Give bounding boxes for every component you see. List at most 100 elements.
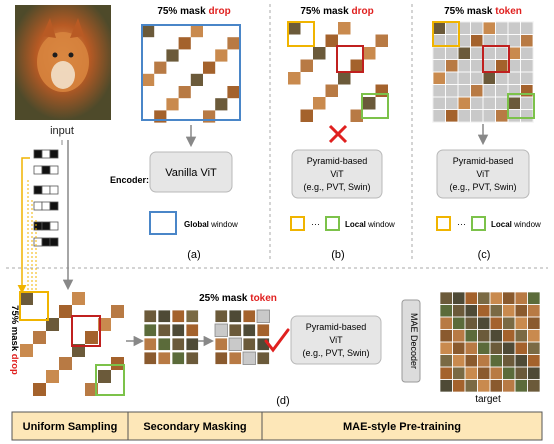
sampling-block	[49, 201, 59, 211]
mask-token-patch	[495, 84, 509, 98]
image-patch	[203, 61, 216, 74]
stage-bar	[11, 411, 543, 441]
image-patch	[445, 109, 458, 122]
image-patch	[477, 317, 490, 330]
mask-token-patch	[445, 84, 459, 98]
image-patch	[350, 109, 363, 122]
image-patch	[288, 22, 301, 35]
image-patch	[502, 292, 515, 305]
image-patch	[98, 370, 111, 383]
image-patch	[227, 37, 240, 50]
image-patch	[452, 317, 465, 330]
panel-b-model-line2: ViT	[330, 169, 344, 179]
grid-cell-outline	[527, 379, 541, 393]
panel-a-model-box	[149, 151, 233, 193]
image-patch	[495, 59, 508, 72]
input-label: input	[50, 125, 74, 137]
image-patch	[452, 292, 465, 305]
image-patch	[452, 367, 465, 380]
image-patch	[502, 304, 515, 317]
panel-c-model-box	[436, 149, 530, 199]
mask-token-patch	[520, 21, 534, 35]
panel-c-local-window-yellow	[432, 21, 460, 47]
mask-token-patch	[457, 59, 471, 73]
image-patch	[157, 323, 171, 337]
image-patch	[227, 86, 240, 99]
image-patch	[350, 59, 363, 72]
sampling-block	[41, 221, 51, 231]
image-patch	[445, 59, 458, 72]
mask-token-patch	[507, 71, 521, 85]
image-patch	[288, 72, 301, 85]
panel-b-legend-dots: ···	[311, 219, 320, 229]
image-patch	[111, 305, 124, 318]
mask-token-patch	[495, 21, 509, 35]
image-patch	[85, 383, 98, 396]
image-patch	[452, 329, 465, 342]
image-patch	[452, 379, 465, 392]
mask-token-patch	[256, 309, 270, 323]
panel-b-model-line3: (e.g., PVT, Swin)	[303, 182, 370, 192]
mask-token-patch	[495, 46, 509, 60]
image-patch	[440, 292, 453, 305]
image-patch	[515, 304, 528, 317]
mask-token-patch	[432, 59, 446, 73]
panel-d-token-masked-patches	[214, 309, 270, 365]
stage-secondary-masking: Secondary Masking	[143, 421, 246, 433]
image-patch	[72, 292, 85, 305]
mask-token-patch	[470, 96, 484, 110]
image-patch	[495, 109, 508, 122]
panel-d-local-window-red	[71, 315, 101, 347]
sampling-arrows	[17, 157, 37, 294]
image-patch	[228, 351, 242, 365]
panel-b-local-window-red	[336, 45, 364, 73]
panel-d-model-line3: (e.g., PVT, Swin)	[302, 348, 369, 358]
image-patch	[178, 37, 191, 50]
image-patch	[171, 337, 185, 351]
image-patch	[502, 354, 515, 367]
panel-a-model-label: Vanilla ViT	[165, 167, 217, 179]
image-patch	[520, 34, 533, 47]
image-patch	[242, 309, 256, 323]
image-patch	[515, 367, 528, 380]
mask-token-patch	[482, 46, 496, 60]
image-patch	[157, 309, 171, 323]
panel-b-local-window-green	[361, 93, 389, 119]
panel-d-side-title: 75% mask drop	[9, 305, 20, 375]
mask-token-patch	[432, 84, 446, 98]
panel-d-local-window-yellow	[19, 291, 49, 321]
image-patch	[440, 317, 453, 330]
image-patch	[508, 47, 521, 60]
image-patch	[190, 25, 203, 38]
image-patch	[33, 331, 46, 344]
image-patch	[338, 72, 351, 85]
image-patch	[515, 317, 528, 330]
mask-token-patch	[495, 71, 509, 85]
panel-c-title: 75% mask token	[444, 6, 522, 17]
mask-token-patch	[520, 46, 534, 60]
image-patch	[490, 354, 503, 367]
mask-token-patch	[445, 21, 459, 35]
image-patch	[502, 367, 515, 380]
image-patch	[502, 379, 515, 392]
image-patch	[477, 329, 490, 342]
image-patch	[527, 304, 540, 317]
image-patch	[228, 309, 242, 323]
panel-b-model-box	[291, 149, 383, 199]
image-patch	[452, 342, 465, 355]
uniform-sampling-blocks	[33, 149, 59, 247]
mask-token-patch	[242, 351, 256, 365]
image-patch	[477, 379, 490, 392]
image-patch	[477, 367, 490, 380]
image-patch	[465, 342, 478, 355]
image-patch	[458, 47, 471, 60]
image-patch	[527, 379, 540, 392]
mask-token-patch	[470, 109, 484, 123]
image-patch	[214, 351, 228, 365]
mask-token-patch	[520, 71, 534, 85]
image-patch	[157, 351, 171, 365]
panel-d-sampled-patches	[143, 309, 199, 365]
panel-a-legend-swatch	[149, 211, 177, 235]
image-patch	[214, 337, 228, 351]
